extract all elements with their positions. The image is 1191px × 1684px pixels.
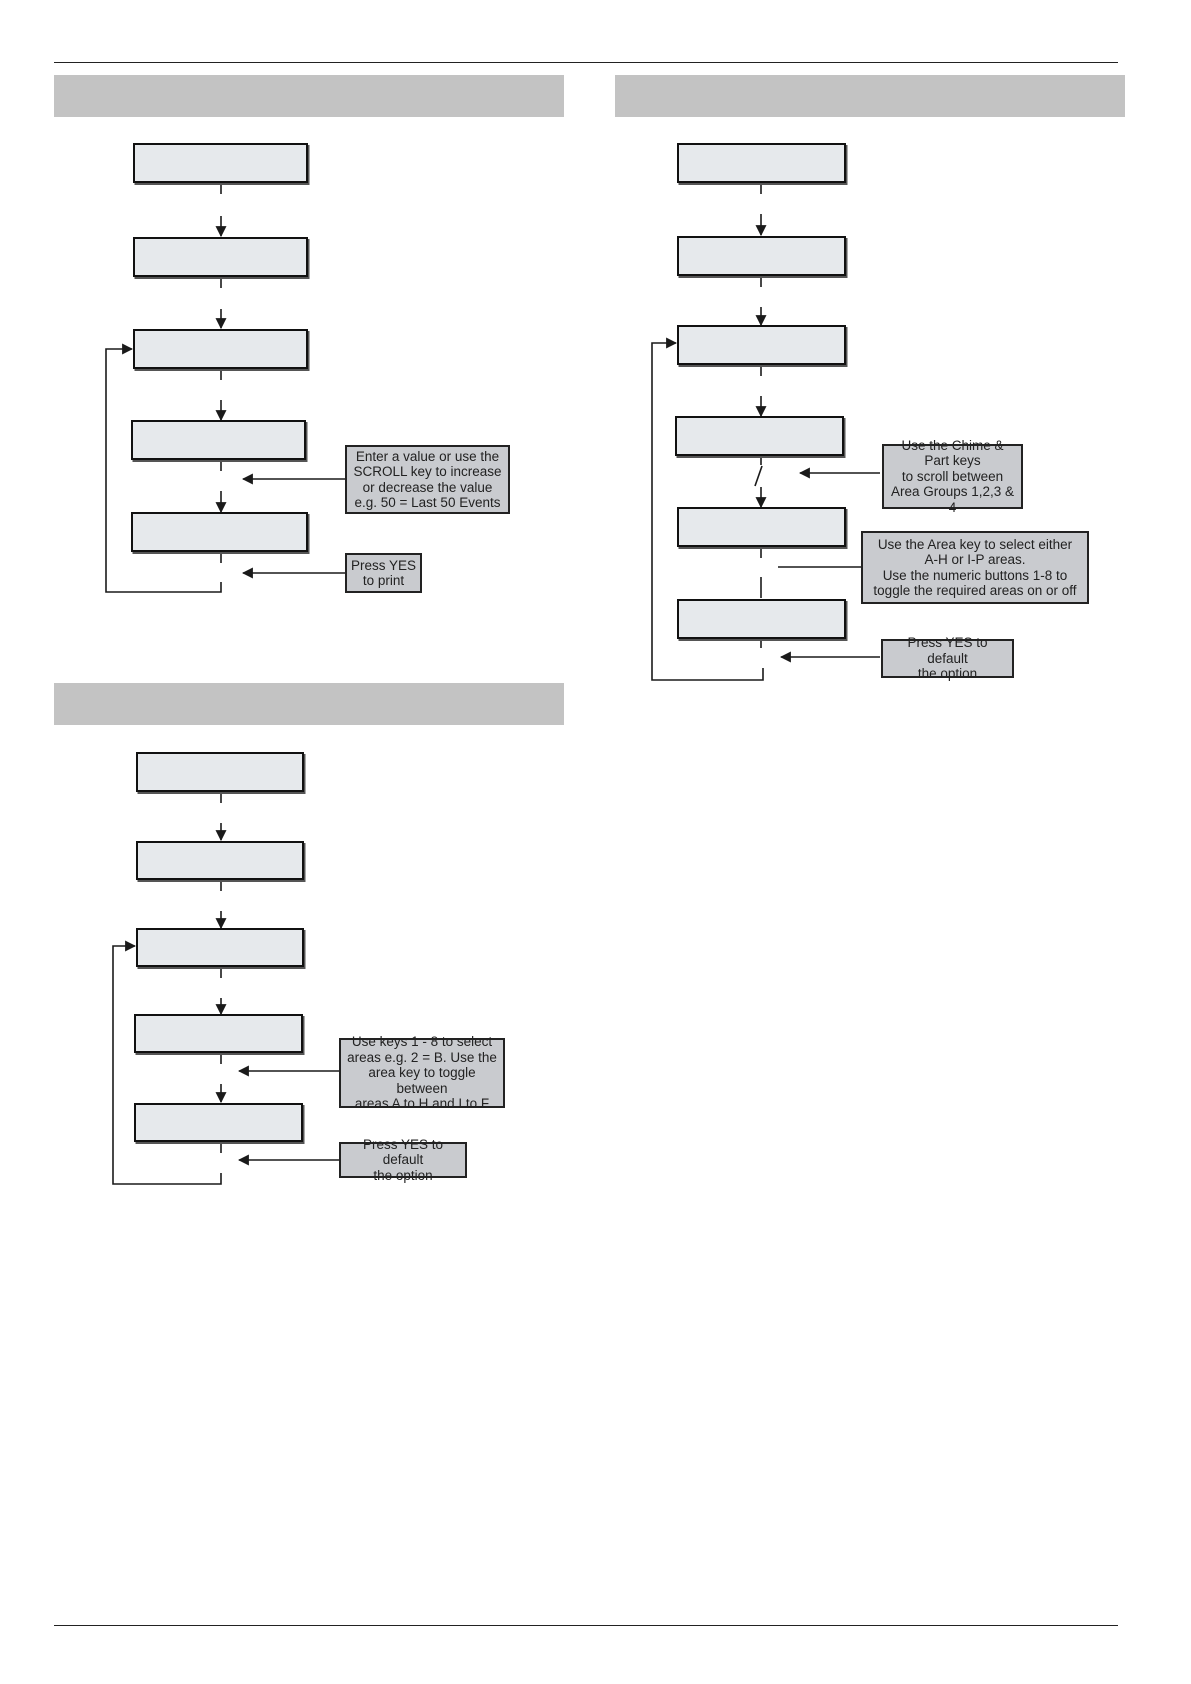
note-line: Press YES — [350, 557, 417, 573]
lcd-screen-b1 — [136, 752, 304, 792]
note-area-key: Use the Area key to select either A-H or… — [861, 531, 1089, 604]
section-header-band-a — [54, 75, 564, 117]
note-enter-value: Enter a value or use the SCROLL key to i… — [345, 445, 510, 514]
note-line: Part keys — [924, 453, 981, 469]
note-line: areas e.g. 2 = B. Use the — [347, 1049, 497, 1065]
note-line: Press YES to default — [907, 635, 988, 666]
lcd-screen-b2 — [136, 841, 304, 880]
note-line: areas A to H and I to F — [354, 1096, 490, 1112]
note-line: A-H or I-P areas. — [924, 552, 1026, 567]
note-line: toggle the required areas on or off — [873, 583, 1077, 598]
note-line: e.g. 50 = Last 50 Events — [354, 495, 501, 510]
section-header-band-b — [54, 683, 564, 725]
note-use-keys: Use keys 1 - 8 to select areas e.g. 2 = … — [339, 1034, 505, 1111]
note-line: SCROLL key to increase — [353, 464, 502, 479]
note-line: the option — [917, 666, 978, 682]
lcd-screen-c5 — [677, 507, 846, 547]
note-line: Use the numeric buttons 1-8 to — [882, 567, 1068, 583]
lcd-screen-c4 — [675, 416, 844, 456]
note-line: to scroll between — [901, 468, 1004, 484]
note-chime-part-keys: Use the Chime & Part keys to scroll betw… — [882, 438, 1023, 515]
note-line: Use the Chime & — [901, 437, 1004, 453]
lcd-screen-a3 — [133, 329, 308, 369]
note-press-yes-default: Press YES to default the option — [881, 635, 1014, 681]
lcd-screen-b4 — [134, 1014, 303, 1053]
lcd-screen-a4 — [131, 420, 306, 460]
lcd-screen-c3 — [677, 325, 846, 365]
slash-mark — [754, 465, 763, 487]
lcd-screen-a5 — [131, 512, 308, 552]
lcd-screen-b3 — [136, 928, 304, 967]
note-press-yes-default: Press YES to default the option — [339, 1137, 467, 1183]
section-header-band-c — [615, 75, 1125, 117]
note-line: Enter a value or use the — [355, 448, 500, 464]
loop-back-arrow — [112, 940, 222, 1185]
note-line: or decrease the value — [362, 479, 493, 495]
note-line: area key to toggle between — [368, 1065, 476, 1096]
lcd-screen-c1 — [677, 143, 846, 183]
header-rule — [54, 62, 1118, 63]
note-line: the option — [373, 1167, 433, 1183]
footer-rule — [54, 1625, 1118, 1626]
lcd-screen-b5 — [134, 1103, 303, 1142]
note-line: Area Groups 1,2,3 & 4 — [890, 484, 1015, 515]
lcd-screen-a2 — [133, 237, 308, 277]
loop-back-arrow — [105, 343, 222, 593]
lcd-screen-c2 — [677, 236, 846, 276]
note-line: to print — [362, 573, 405, 588]
note-press-yes-print: Press YES to print — [345, 553, 422, 593]
note-line: Use keys 1 - 8 to select — [351, 1034, 493, 1050]
note-line: Use the Area key to select either — [877, 536, 1073, 552]
lcd-screen-c6 — [677, 599, 846, 639]
lcd-screen-a1 — [133, 143, 308, 183]
loop-back-arrow — [651, 337, 764, 681]
note-line: Press YES to default — [362, 1136, 444, 1168]
